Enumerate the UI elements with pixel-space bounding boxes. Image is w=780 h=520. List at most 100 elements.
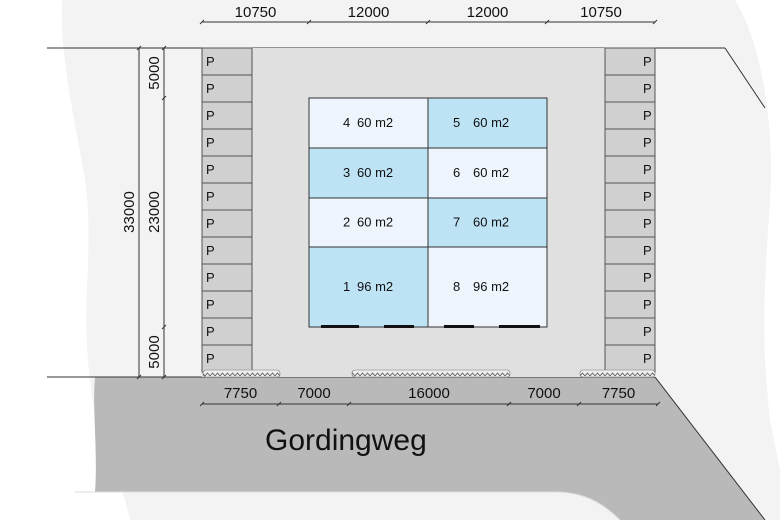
- door-mark: [499, 325, 540, 328]
- unit-area: 60 m2: [473, 215, 509, 230]
- bottom-dimension-tick: [276, 401, 282, 407]
- top-dimension-label: 12000: [467, 4, 509, 21]
- parking-stall: [201, 128, 253, 157]
- bottom-dimension-tick: [576, 401, 582, 407]
- top-dimension-tick: [425, 19, 431, 25]
- parking-stall: [201, 47, 253, 76]
- parking-stall: [201, 182, 253, 211]
- bottom-dimension-tick: [199, 401, 205, 407]
- parking-label: P: [643, 189, 652, 204]
- bottom-dimension-label: 7000: [297, 385, 330, 402]
- top-dimension-label: 10750: [580, 4, 622, 21]
- unit-number: 6: [453, 165, 460, 180]
- unit-number: 7: [453, 215, 460, 230]
- door-mark: [384, 325, 414, 328]
- parking-stall: [201, 317, 253, 346]
- parking-label: P: [643, 216, 652, 231]
- parking-label: P: [643, 270, 652, 285]
- curb: [351, 369, 511, 378]
- parking-label: P: [643, 324, 652, 339]
- parking-label: P: [206, 81, 215, 96]
- unit-number: 2: [343, 215, 350, 230]
- unit-8: [427, 246, 548, 328]
- parking-label: P: [206, 54, 215, 69]
- parking-stall: [604, 47, 656, 76]
- top-dimension-label: 12000: [348, 4, 390, 21]
- top-dimension-tick: [199, 19, 205, 25]
- curb: [202, 369, 281, 378]
- unit-5: [427, 97, 548, 149]
- unit-1: [308, 246, 429, 328]
- parking-stall: [604, 74, 656, 103]
- parking-label: P: [643, 297, 652, 312]
- top-dimension-tick: [544, 19, 550, 25]
- bottom-dimension-label: 7750: [602, 385, 635, 402]
- unit-3: [308, 147, 429, 199]
- middle-segment-label: 23000: [146, 191, 163, 233]
- parking-label: P: [643, 351, 652, 366]
- parking-label: P: [206, 189, 215, 204]
- parking-label: P: [643, 108, 652, 123]
- parking-label: P: [206, 243, 215, 258]
- curbs: [202, 369, 656, 378]
- parking-label: P: [206, 324, 215, 339]
- road-edge: [654, 376, 766, 520]
- dimensions: 10750 12000 12000 10750 7750 7000 16000 7000 775…: [121, 4, 661, 407]
- parking-label: P: [206, 162, 215, 177]
- unit-2: [308, 197, 429, 248]
- unit-number: 8: [453, 279, 460, 294]
- parking-label: P: [206, 297, 215, 312]
- parking-label: P: [206, 108, 215, 123]
- parking-label: P: [206, 351, 215, 366]
- unit-area: 96 m2: [473, 279, 509, 294]
- unit-number: 3: [343, 165, 350, 180]
- bottom-dimension-label: 16000: [408, 385, 450, 402]
- unit-area: 60 m2: [473, 115, 509, 130]
- bottom-dimension-tick: [506, 401, 512, 407]
- parking-stall: [604, 155, 656, 184]
- top-dimension-tick: [306, 19, 312, 25]
- parking-label: P: [643, 135, 652, 150]
- top-dimension-label: 10750: [235, 4, 277, 21]
- parking-stall: [201, 263, 253, 292]
- parking-label: P: [643, 81, 652, 96]
- bottom-segment-label: 5000: [146, 335, 163, 368]
- unit-number: 1: [343, 279, 350, 294]
- unit-area: 60 m2: [357, 165, 393, 180]
- parking-stall: [201, 74, 253, 103]
- top-segment-label: 5000: [146, 56, 163, 89]
- bottom-dimension-tick: [655, 401, 661, 407]
- vertical-dimension-tick: [161, 95, 167, 101]
- unit-area: 96 m2: [357, 279, 393, 294]
- road-name: Gordingweg: [265, 424, 427, 457]
- unit-area: 60 m2: [357, 215, 393, 230]
- vertical-dimension-tick: [136, 374, 142, 380]
- top-dimension-tick: [652, 19, 658, 25]
- bottom-dimension-tick: [346, 401, 352, 407]
- vertical-dimension-tick: [136, 45, 142, 51]
- door-mark: [321, 325, 359, 328]
- parking-stall: [201, 290, 253, 319]
- unit-number: 4: [343, 115, 350, 130]
- unit-7: [427, 197, 548, 248]
- unit-area: 60 m2: [357, 115, 393, 130]
- parking-label: P: [643, 162, 652, 177]
- road: [94, 377, 765, 520]
- bottom-dimension-label: 7750: [224, 385, 257, 402]
- door-mark: [444, 325, 474, 328]
- parking-stall: [604, 182, 656, 211]
- parking-label: P: [206, 216, 215, 231]
- parking-label: P: [643, 54, 652, 69]
- vertical-dimension-tick: [161, 45, 167, 51]
- parking-stall: [604, 101, 656, 130]
- parking-label: P: [206, 135, 215, 150]
- bottom-dimension-label: 7000: [527, 385, 560, 402]
- parking-stall: [201, 155, 253, 184]
- unit-number: 5: [453, 115, 460, 130]
- vertical-dimension-tick: [161, 324, 167, 330]
